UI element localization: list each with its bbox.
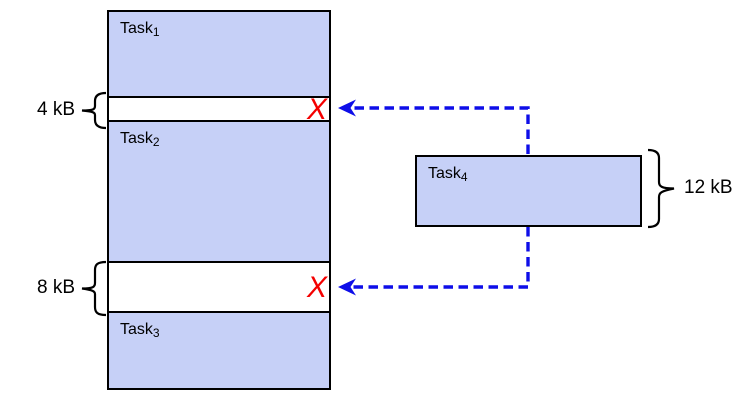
task3-label-sub: 3 [152,326,160,340]
arrow-task4-to-4kb-gap-head [338,99,356,117]
task2-label-sub: 2 [152,135,160,149]
reject-x-icon-8kb: X [307,271,328,304]
gap2-size-label: 8 kB [36,277,75,298]
arrow-task4-to-4kb-gap [338,99,530,154]
task4-block: Task4 [415,155,642,227]
arrow-task4-to-8kb-gap-head [338,278,356,296]
task3-label: Task3 [109,313,329,339]
task1-label-sub: 1 [152,25,160,39]
gap1-size-label: 4 kB [36,99,75,120]
reject-x-icon-4kb: X [307,93,328,126]
task4-label-sub: 4 [460,170,468,184]
brace-4kb [81,91,107,130]
task2-label: Task2 [109,122,329,148]
brace-12kb [647,148,675,229]
free-gap-8kb [109,263,329,313]
arrow-task4-to-4kb-gap-line [353,106,530,154]
free-gap-4kb [109,98,329,122]
task4-label-base: Task [428,165,461,182]
task1-block: Task1 [109,12,329,98]
arrow-task4-to-8kb-gap-line [353,227,530,289]
brace-8kb [81,260,107,317]
task4-size-label: 12 kB [684,177,733,198]
task1-label: Task1 [109,12,329,38]
task3-block: Task3 [109,313,329,388]
memory-column: Task1 Task2 Task3 [107,10,331,390]
task3-label-base: Task [120,321,153,338]
task2-label-base: Task [120,130,153,147]
task4-label: Task4 [417,157,640,183]
arrow-task4-to-8kb-gap [338,227,530,296]
task1-label-base: Task [120,20,153,37]
task2-block: Task2 [109,122,329,263]
